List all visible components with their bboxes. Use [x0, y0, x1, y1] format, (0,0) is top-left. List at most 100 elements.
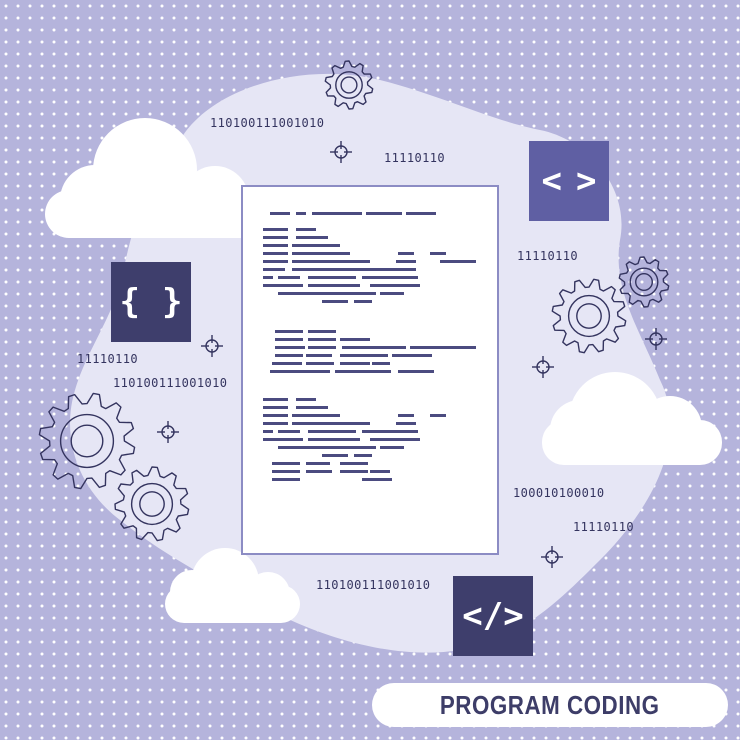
code-line — [396, 422, 416, 425]
code-line — [263, 438, 303, 441]
code-line — [406, 212, 436, 215]
binary-right-lower-short: 11110110 — [573, 520, 634, 534]
code-line — [392, 354, 432, 357]
code-line — [296, 228, 316, 231]
cloud-bottom-left — [165, 548, 300, 623]
code-line — [398, 370, 434, 373]
code-line — [308, 430, 356, 433]
code-line — [340, 354, 388, 357]
code-line — [263, 406, 288, 409]
code-line — [308, 284, 360, 287]
code-line — [292, 414, 340, 417]
code-line — [306, 362, 334, 365]
gears — [38, 60, 670, 542]
code-line — [263, 268, 285, 271]
code-line — [292, 252, 350, 255]
code-line — [296, 398, 316, 401]
gear-icon — [114, 466, 190, 542]
code-line — [263, 284, 303, 287]
code-line — [308, 330, 336, 333]
code-line — [296, 406, 328, 409]
code-line — [292, 422, 350, 425]
code-tag-icon: </> — [462, 596, 524, 636]
code-line — [352, 268, 416, 271]
code-line — [275, 338, 303, 341]
gear-icon — [551, 278, 627, 354]
crosshair-icon — [201, 335, 223, 357]
binary-right-upper: 11110110 — [517, 249, 578, 263]
code-line — [440, 346, 476, 349]
crosshair-icon — [645, 328, 667, 350]
code-line — [370, 438, 420, 441]
gear-icon — [618, 256, 670, 308]
code-line — [362, 478, 392, 481]
crosshair-icon — [532, 356, 554, 378]
code-line — [308, 346, 336, 349]
code-line — [366, 212, 402, 215]
code-line — [340, 338, 370, 341]
code-line — [308, 438, 360, 441]
gear-icon — [38, 392, 136, 490]
binary-top-center: 110100111001010 — [210, 116, 325, 130]
code-line — [306, 470, 332, 473]
code-line — [340, 362, 370, 365]
open-brace-icon: { — [119, 282, 140, 322]
code-line — [308, 338, 336, 341]
title-pill: PROGRAM CODING — [372, 683, 728, 727]
page-title: PROGRAM CODING — [440, 689, 660, 720]
code-line — [398, 252, 414, 255]
code-line — [272, 478, 300, 481]
code-line — [306, 354, 332, 357]
code-line — [362, 276, 418, 279]
code-line — [340, 462, 368, 465]
html-tag-code-tile: </> — [453, 576, 533, 656]
crosshair-icon — [541, 546, 563, 568]
code-line — [272, 462, 300, 465]
code-line — [278, 446, 308, 449]
binary-bottom-center: 110100111001010 — [316, 578, 431, 592]
binary-left-long: 110100111001010 — [113, 376, 228, 390]
braces-code-tile: { } — [111, 262, 191, 342]
code-line — [292, 268, 360, 271]
code-line — [335, 370, 391, 373]
code-line — [272, 362, 302, 365]
code-line — [354, 454, 372, 457]
code-line — [263, 260, 288, 263]
code-line — [430, 252, 446, 255]
code-line — [308, 276, 356, 279]
code-line — [308, 446, 376, 449]
cloud-right — [542, 372, 722, 465]
code-line — [263, 244, 288, 247]
code-line — [354, 300, 372, 303]
less-than-icon: < — [541, 161, 562, 201]
code-line — [370, 470, 390, 473]
close-brace-icon: } — [162, 282, 183, 322]
code-line — [348, 260, 370, 263]
crosshair-icon — [157, 421, 179, 443]
code-line — [396, 260, 416, 263]
code-line — [342, 346, 406, 349]
code-line — [308, 292, 376, 295]
code-line — [263, 228, 288, 231]
code-line — [410, 346, 460, 349]
binary-left-short: 11110110 — [77, 352, 138, 366]
code-line — [278, 276, 300, 279]
code-line — [278, 292, 308, 295]
code-line — [440, 260, 476, 263]
code-line — [263, 276, 273, 279]
binary-top-right-small: 11110110 — [384, 151, 445, 165]
code-line — [312, 212, 362, 215]
code-line — [322, 454, 348, 457]
greater-than-icon: > — [576, 161, 597, 201]
code-line — [370, 284, 420, 287]
angle-brackets-code-tile: < > — [529, 141, 609, 221]
code-line — [263, 236, 288, 239]
code-line — [292, 244, 340, 247]
code-line — [322, 300, 348, 303]
code-line — [270, 212, 290, 215]
code-line — [275, 346, 305, 349]
code-line — [275, 330, 303, 333]
code-line — [263, 430, 273, 433]
